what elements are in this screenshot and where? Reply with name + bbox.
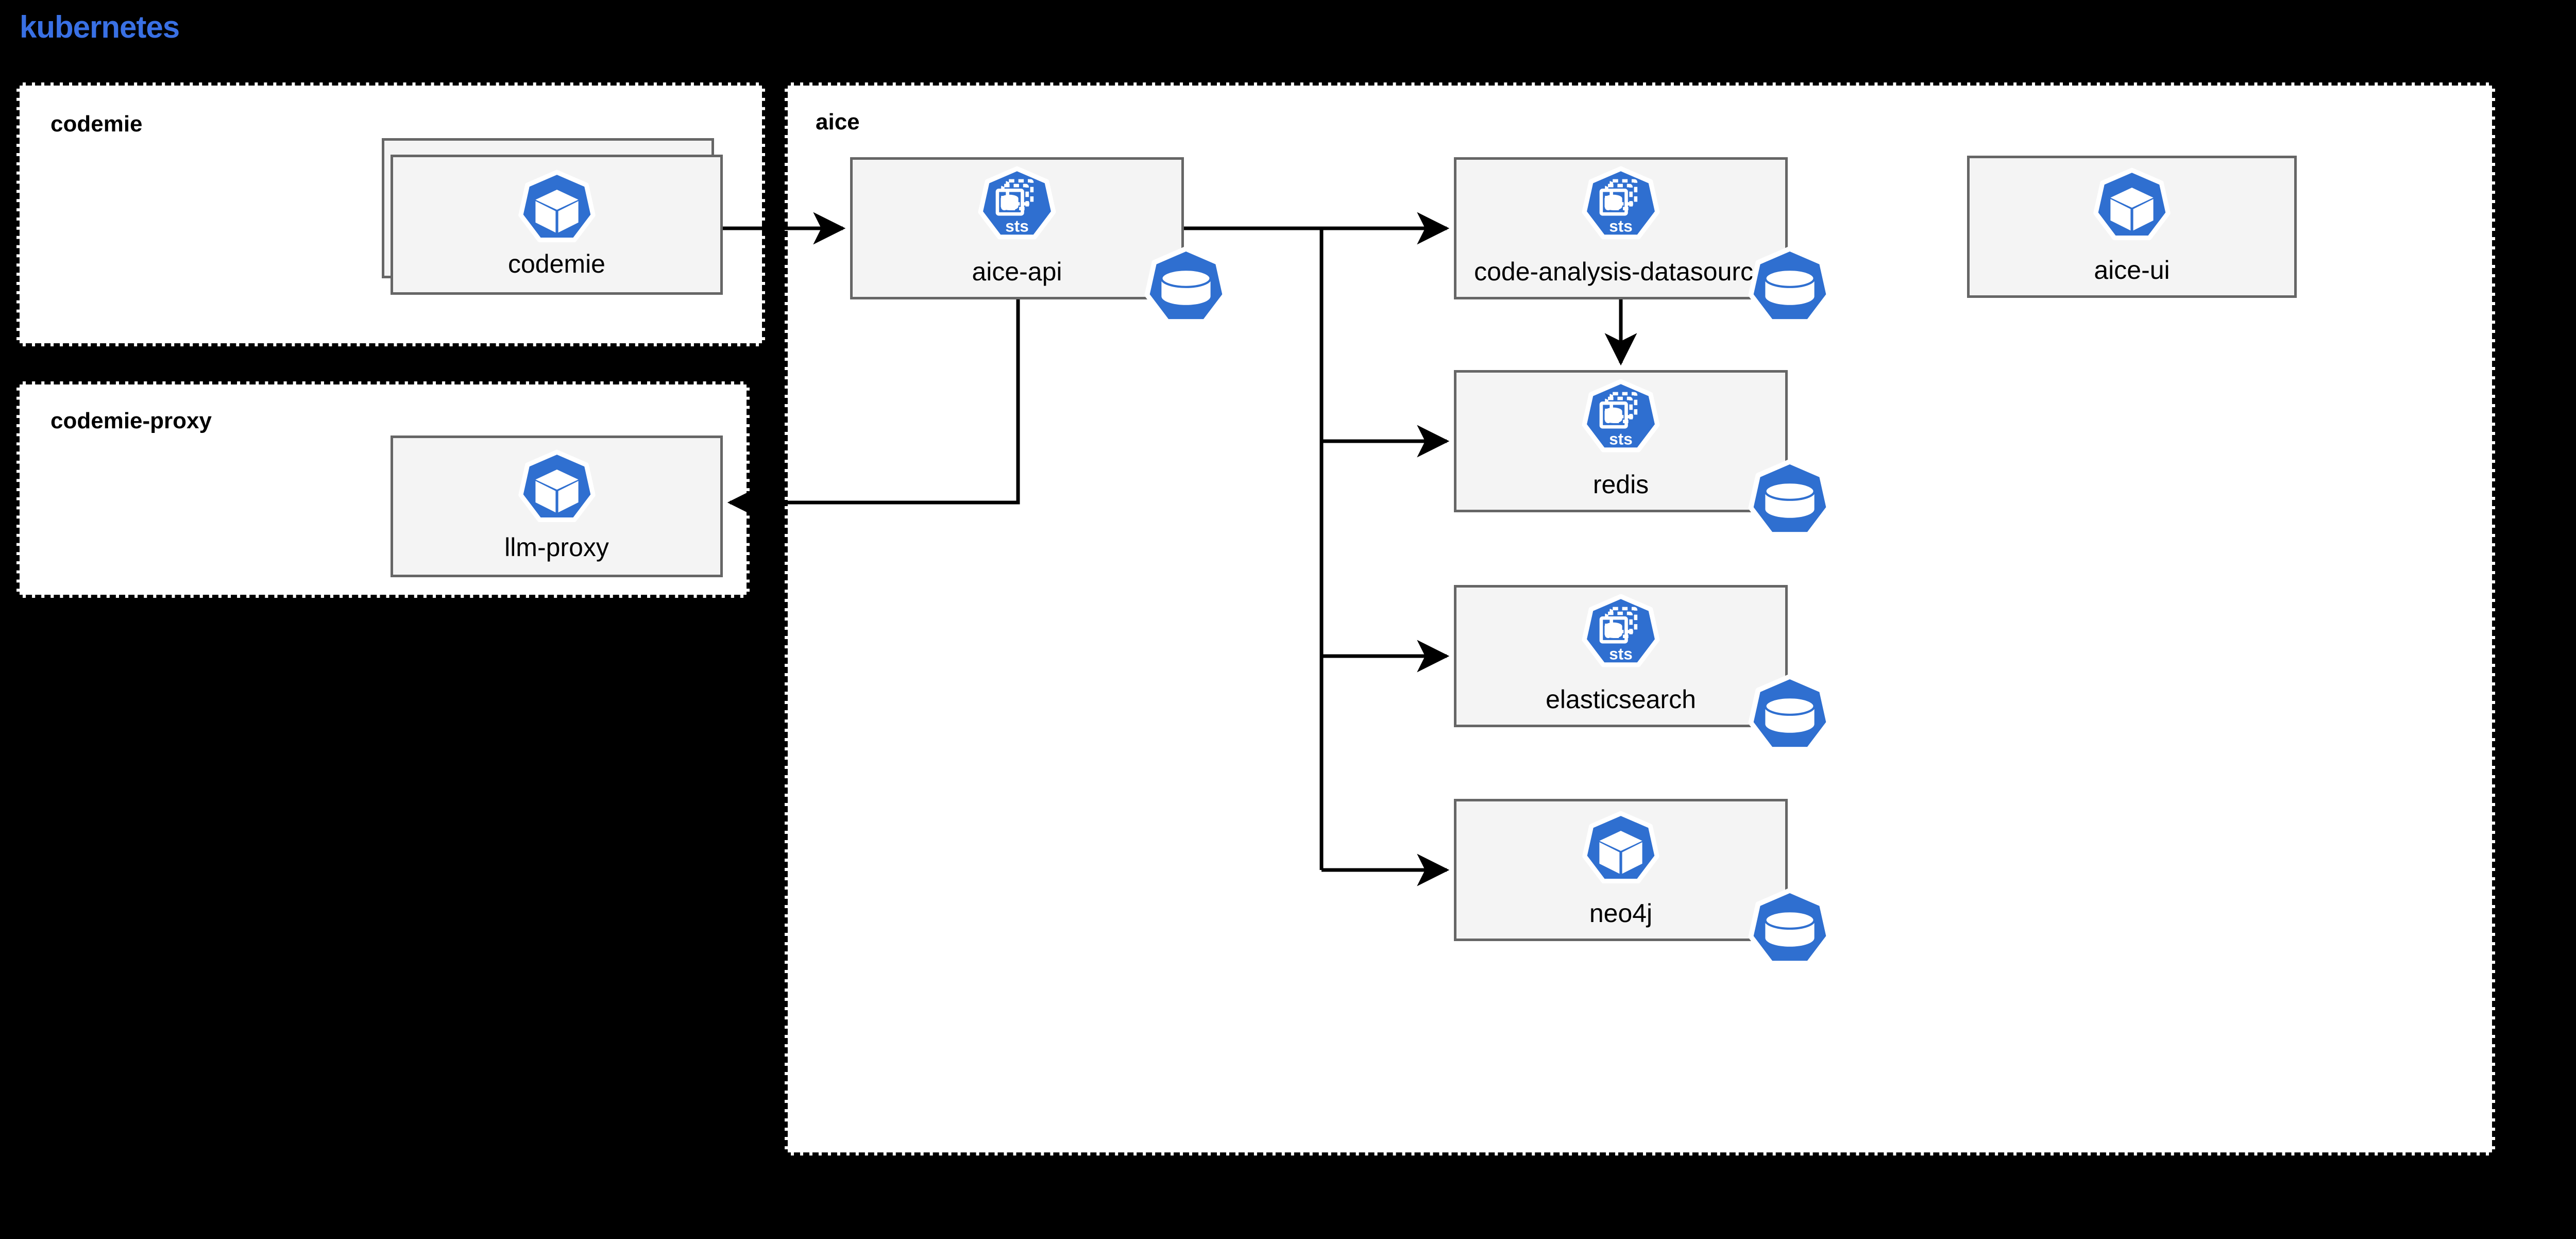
workload-label-neo4j: neo4j (1589, 899, 1653, 928)
workload-label-codemie: codemie (508, 249, 605, 278)
workload-code-analysis-datasource[interactable]: sts code-analysis-datasource (1454, 157, 1788, 299)
workload-label-aice-api: aice-api (972, 257, 1062, 286)
pv-icon (1143, 246, 1229, 332)
pv-icon (1747, 459, 1833, 545)
sts-icon-caption: sts (1609, 644, 1633, 663)
workload-label-elasticsearch: elasticsearch (1546, 685, 1696, 714)
sts-icon: sts (1578, 379, 1664, 465)
workload-redis[interactable]: sts redis (1454, 370, 1788, 512)
workload-label-llm-proxy: llm-proxy (504, 533, 609, 562)
sts-icon: sts (1578, 166, 1664, 253)
pv-icon (1747, 674, 1833, 760)
workload-codemie[interactable]: codemie (391, 155, 723, 295)
workload-label-code-analysis-datasource: code-analysis-datasource (1474, 257, 1768, 286)
sts-icon: sts (1578, 594, 1664, 680)
deploy-icon (2092, 168, 2172, 248)
workload-elasticsearch[interactable]: sts elasticsearch (1454, 585, 1788, 727)
sts-icon-caption: sts (1609, 429, 1633, 448)
deploy-icon (517, 170, 597, 250)
namespace-label-codemie: codemie (50, 111, 143, 137)
workload-aice-api[interactable]: sts aice-api (850, 157, 1184, 299)
page-title: kubernetes (20, 10, 180, 44)
workload-aice-ui[interactable]: aice-ui (1967, 156, 2297, 298)
workload-label-aice-ui: aice-ui (2094, 256, 2170, 284)
sts-icon-caption: sts (1005, 216, 1029, 235)
workload-label-redis: redis (1592, 470, 1649, 499)
workload-neo4j[interactable]: neo4j (1454, 799, 1788, 941)
namespace-label-aice: aice (816, 109, 860, 135)
pv-icon (1747, 246, 1833, 332)
deploy-icon (1581, 811, 1661, 891)
pv-icon (1747, 888, 1833, 974)
sts-icon: sts (974, 166, 1060, 253)
deploy-icon (517, 449, 597, 530)
sts-icon-caption: sts (1609, 216, 1633, 235)
namespace-label-codemie-proxy: codemie-proxy (50, 408, 212, 433)
workload-llm-proxy[interactable]: llm-proxy (391, 436, 723, 577)
